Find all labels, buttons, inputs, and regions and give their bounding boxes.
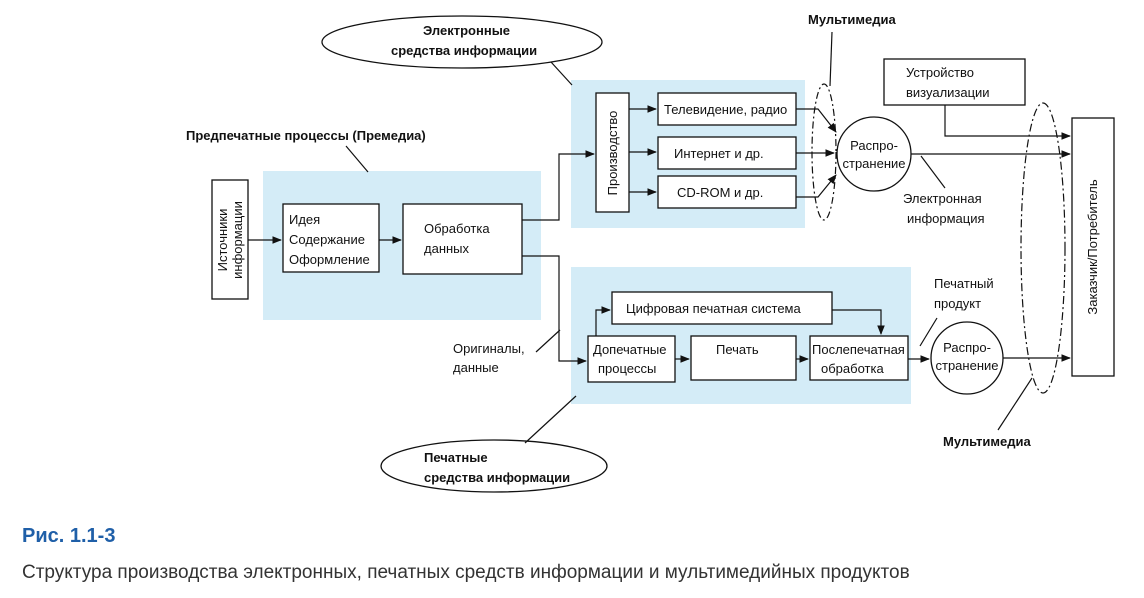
cdrom-label: CD-ROM и др. [677, 185, 763, 200]
originals-label-1: Оригиналы, [453, 341, 525, 356]
leader-electronic-info [920, 155, 946, 189]
print-media-label-2: средства информации [424, 470, 570, 485]
prepress-label-2: процессы [598, 361, 656, 376]
electronic-media-ellipse [321, 15, 603, 69]
display-device-label-1: Устройство [906, 65, 974, 80]
multimedia-top-ellipse [811, 83, 837, 221]
prepress-box [587, 335, 676, 383]
originals-label-2: данные [453, 360, 499, 375]
leader-multimedia-top [829, 31, 833, 87]
tv-radio-box [657, 92, 797, 126]
postpress-label-2: обработка [821, 361, 884, 376]
customer-box [1071, 117, 1115, 377]
arrow-processing-prepress [522, 255, 587, 365]
production-label: Производство [605, 111, 620, 196]
distribution-top-label-1: Распро- [850, 138, 898, 153]
electronic-media-label-2: средства информации [391, 43, 537, 58]
print-media-ellipse [380, 439, 608, 493]
distribution-bottom-label-1: Распро- [943, 340, 991, 355]
display-device-label-2: визуализации [906, 85, 990, 100]
idea-label-2: Содержание [289, 232, 365, 247]
print-media-label-1: Печатные [424, 450, 488, 465]
production-box [595, 92, 630, 213]
idea-box [282, 203, 380, 273]
figure-caption: Структура производства электронных, печа… [22, 562, 910, 583]
processing-label-1: Обработка [424, 221, 490, 236]
internet-box [657, 136, 797, 170]
processing-box [402, 203, 523, 275]
electronic-info-label-1: Электронная [903, 191, 982, 206]
sources-label-2: информации [230, 201, 245, 279]
digital-print-label: Цифровая печатная система [626, 301, 801, 316]
cdrom-box [657, 175, 797, 209]
multimedia-right-ellipse [1020, 102, 1066, 394]
electronic-info-label-2: информация [907, 211, 985, 226]
printing-label: Печать [716, 342, 759, 357]
sources-box [211, 179, 249, 300]
postpress-box [809, 335, 909, 381]
tv-radio-label: Телевидение, радио [664, 102, 787, 117]
sources-label-1: Источники [215, 209, 230, 272]
premedia-label: Предпечатные процессы (Премедиа) [186, 128, 426, 143]
digital-print-box [611, 291, 833, 325]
leader-multimedia-bottom [997, 377, 1033, 431]
figure-number: Рис. 1.1-3 [22, 525, 116, 547]
internet-label: Интернет и др. [674, 146, 764, 161]
processing-label-2: данных [424, 241, 470, 256]
multimedia-bottom-label: Мультимедиа [943, 434, 1031, 449]
distribution-top-circle [836, 116, 912, 192]
display-device-box [883, 58, 1026, 106]
multimedia-top-label: Мультимедиа [808, 12, 896, 27]
distribution-top-label-2: странение [843, 156, 906, 171]
print-product-label-2: продукт [934, 296, 981, 311]
leader-premedia [345, 145, 369, 173]
prepress-label-1: Допечатные [593, 342, 666, 357]
arrow-digital-postpress [832, 309, 885, 335]
arrow-display-customer [944, 105, 1071, 140]
postpress-label-1: Послепечатная [812, 342, 905, 357]
leader-originals [535, 329, 561, 353]
arrow-cdrom-distribution [796, 174, 837, 198]
idea-label-3: Оформление [289, 252, 370, 267]
printing-box [690, 335, 797, 381]
leader-print-product [919, 317, 938, 347]
leader-print [524, 395, 577, 444]
leader-electronic [550, 61, 573, 86]
electronic-media-label-1: Электронные [423, 23, 510, 38]
print-product-label-1: Печатный [934, 276, 994, 291]
distribution-bottom-label-2: странение [936, 358, 999, 373]
arrow-tv-distribution [796, 108, 837, 133]
arrow-prepress-digital [595, 306, 611, 336]
arrow-processing-production [522, 150, 595, 221]
customer-label: Заказчик/Потребитель [1085, 179, 1100, 314]
idea-label-1: Идея [289, 212, 320, 227]
